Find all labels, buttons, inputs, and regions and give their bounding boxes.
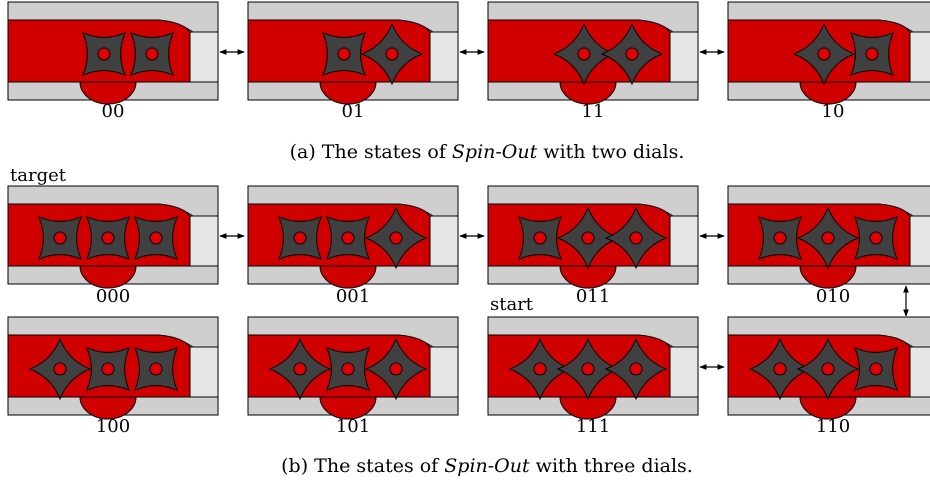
slot [189,346,219,398]
slot [429,215,459,267]
dial-hub [533,231,547,245]
state-label: 100 [96,416,130,437]
dial-hub [341,231,355,245]
dial-hub [337,47,351,61]
dial-hub [865,47,879,61]
dial-hub [97,47,111,61]
dial-hub [53,362,67,376]
state-label: 01 [342,101,365,122]
dial-hub [629,231,643,245]
spin-out-state [487,185,699,289]
spin-out-state [727,185,930,289]
bottom-bump [799,265,857,289]
bottom-bump [79,265,137,289]
dial-hub [389,362,403,376]
bottom-bump [319,396,377,420]
state-label: 00 [102,101,125,122]
bottom-bump [559,396,617,420]
caption-b: (b) The states of Spin-Out with three di… [281,455,693,477]
spin-out-state [247,316,459,420]
dial-hub [773,231,787,245]
dial-hub [581,231,595,245]
dial-hub [101,362,115,376]
spin-out-state [727,1,930,105]
dial-hub [101,231,115,245]
slot [429,31,459,83]
dial-hub [149,362,163,376]
spin-out-state [247,185,459,289]
slot [429,346,459,398]
dial-hub [293,362,307,376]
state-label: 011 [576,286,610,307]
slot [669,215,699,267]
state-label: 111 [576,416,610,437]
dial-hub [389,231,403,245]
dial-hub [581,362,595,376]
bottom-bump [79,396,137,420]
dial-hub [625,47,639,61]
dial-hub [385,47,399,61]
bottom-bump [319,265,377,289]
dial-hub [145,47,159,61]
dial-hub [869,362,883,376]
start-label: start [490,294,534,315]
slot [669,346,699,398]
state-label: 010 [816,286,850,307]
spin-out-state [487,1,699,105]
dial-hub [629,362,643,376]
dial-hub [533,362,547,376]
slot [909,31,930,83]
slot [669,31,699,83]
slot [189,215,219,267]
state-label: 110 [816,416,850,437]
bottom-bump [79,81,137,105]
spin-out-state [487,316,699,420]
bottom-bump [559,265,617,289]
slot [909,346,930,398]
state-label: 11 [582,101,605,122]
state-label: 10 [822,101,845,122]
dial-hub [869,231,883,245]
bottom-bump [559,81,617,105]
transition-arrows [219,49,909,370]
dial-hub [817,47,831,61]
dial-hub [821,362,835,376]
dial-hub [341,362,355,376]
target-label: target [10,165,67,186]
dial-hub [773,362,787,376]
state-label: 101 [336,416,370,437]
state-label: 000 [96,286,130,307]
bottom-bump [799,396,857,420]
spin-out-state [727,316,930,420]
spin-out-state [7,316,219,420]
caption-a: (a) The states of Spin-Out with two dial… [290,141,685,163]
spin-out-state [7,1,219,105]
bottom-bump [799,81,857,105]
slot [189,31,219,83]
dial-hub [53,231,67,245]
bottom-bump [319,81,377,105]
dial-hub [149,231,163,245]
state-label: 001 [336,286,370,307]
dial-hub [293,231,307,245]
slot [909,215,930,267]
spin-out-state [247,1,459,105]
dial-hub [821,231,835,245]
spin-out-state [7,185,219,289]
dial-hub [577,47,591,61]
